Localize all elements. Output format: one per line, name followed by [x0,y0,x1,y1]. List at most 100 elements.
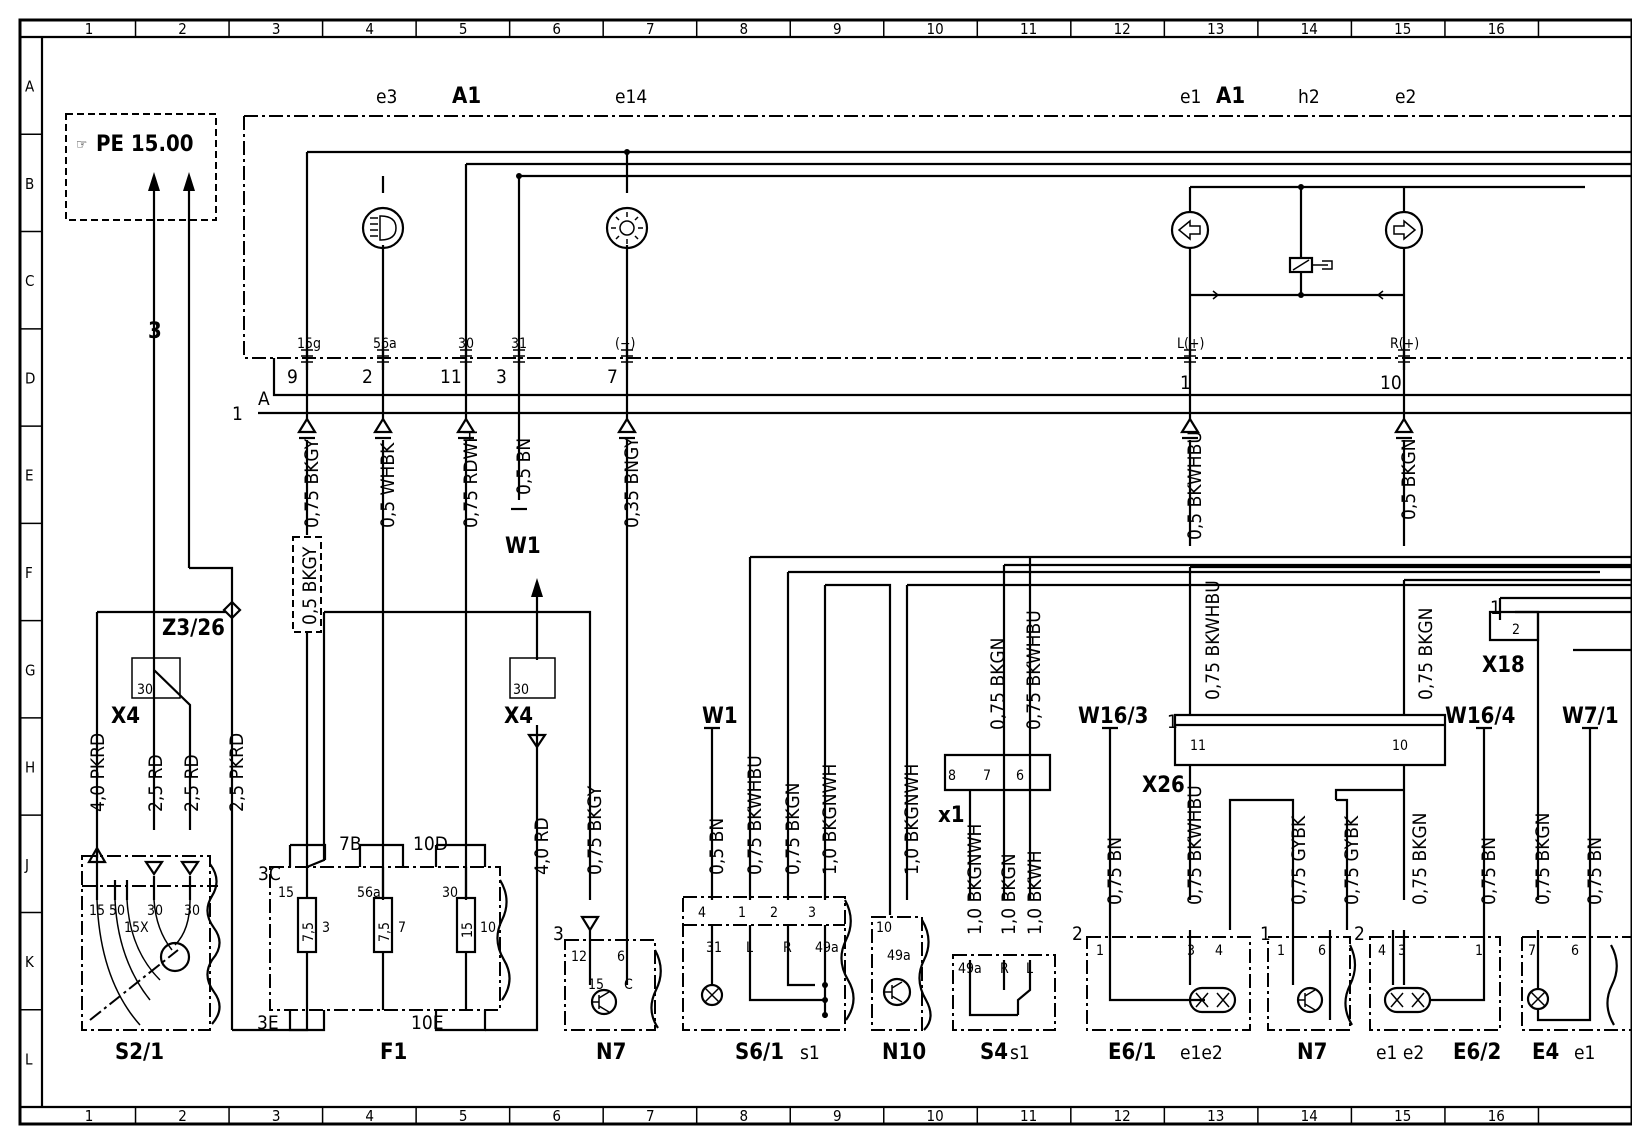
f1-label: F1 [380,1040,407,1065]
lamp-e4: 1 2 X18 0,75 BKGN 0,75 BN W7/1 7 6 E4 e1 [1482,597,1632,1065]
n7-label: N7 [596,1040,626,1065]
grid-row-label: G [25,661,35,679]
wire-label-pkrd-40: 4,0 PKRD [87,733,109,812]
s4-wire-bkgn: 1,0 BKGN [998,853,1020,935]
grid-column-label: 10 [927,1107,944,1125]
module-n7: 3 12 6 15 C N7 [553,900,662,1065]
grid-column-label: 11 [1020,20,1037,38]
n7-pin-15: 15 [588,977,604,993]
wire-arrow-icon [1180,416,1200,434]
s2-pin-15x: 15X [124,920,149,936]
wire-label-rdwh: 0,75 RDWH [460,430,482,528]
reference-text: PE 15.00 [96,132,194,157]
s6-pin-31: 31 [706,940,722,956]
s6-wire-bkwhbu: 0,75 BKWHBU [744,755,766,875]
supply-area: 0,5 BKGY Z3/26 30 X4 4,0 PKRD 2,5 RD 2,5… [81,536,662,1065]
module-n7-b: 0,75 GYBK 0,75 GYBK 1 1 6 2 N7 [1260,788,1404,1065]
connector-pin-1: 1 [232,403,243,425]
wire-arrow-icon [1394,416,1414,434]
s6-1-sub: s1 [800,1042,820,1064]
fuse-7-rating: 7,5 [377,922,393,942]
e6-2-pin-3: 3 [1398,943,1406,959]
wire-label-whbk: 0,5 WHBK [377,442,399,528]
grid-column-label: 9 [833,20,842,38]
e6-1-pin-4: 4 [1215,943,1223,959]
s6-pin-4: 4 [698,905,706,921]
grid-column-label: 11 [1020,1107,1037,1125]
x4-pin-30: 30 [137,682,153,698]
ignition-switch-s2-1: 15 50 15X 30 30 S2/1 [81,855,221,1065]
fuse-top-3c: 3C [258,863,281,885]
e6-2-pin-1: 1 [1475,943,1483,959]
e6-1-pin-1: 1 [1096,943,1104,959]
headlamp-indicator-icon [361,206,405,250]
grid-column-label: 10 [927,20,944,38]
grid-column-label: 2 [178,20,187,38]
headlamp-e6-1: W16/3 0,75 BN 0,75 BKWHBU 2 1 3 4 E6/1 e… [1072,704,1295,1065]
wire-label-bkgn: 0,5 BKGN [1398,438,1420,520]
grid-column-label: 4 [365,20,374,38]
instrument-cluster: e3 A1 e14 e1 A1 h2 e2 [232,84,1632,425]
e6-2-sub: e1 e2 [1376,1042,1424,1064]
z3-26-label: Z3/26 [162,616,225,641]
fuse-pin-56a: 56a [357,885,381,901]
grid-column-label: 4 [365,1107,374,1125]
grid-row-label: B [25,175,34,193]
illumination-indicator-icon [605,206,649,250]
n10-label: N10 [882,1040,926,1065]
x1-pin-6: 6 [1016,768,1024,784]
wire-label-bkgy: 0,75 BKGY [301,438,323,528]
drawing-frame [18,18,1632,1126]
pin-31: 31 [511,336,527,352]
grid-column-label: 5 [459,1107,468,1125]
s6-pin-2: 2 [770,905,778,921]
grid-column-label: 12 [1114,20,1131,38]
s4-sub: s1 [1010,1042,1030,1064]
connector-label-a: A [258,388,270,410]
s6-pin-49a: 49a [815,940,839,956]
cluster-designation: A1 [452,84,481,109]
element-e3: e3 [376,86,397,108]
e4-wire-bkgn: 0,75 BKGN [1532,813,1554,905]
conn-num-1: 1 [1180,372,1191,394]
grid-row-label: H [25,759,35,777]
grid-column-label: 15 [1394,20,1411,38]
grid-column-label: 2 [178,1107,187,1125]
grid-row-label: A [25,78,35,96]
n10-wire-bkgnwh: 1,0 BKGNWH [901,764,923,875]
e6-1-wire-bkwhbu: 0,75 BKWHBU [1184,785,1206,905]
s6-wire-bkgnwh: 1,0 BKGNWH [819,764,841,875]
grid-column-label: 13 [1207,1107,1224,1125]
x1-wire-bkgn: 0,75 BKGN [987,638,1009,730]
e4-label: E4 [1532,1040,1559,1065]
fuse-10-rating: 15 [460,922,476,938]
conn-num-10: 10 [1380,372,1402,394]
turn-signal-right-indicator-icon [1384,210,1424,250]
n7-pin-12: 12 [571,949,587,965]
x18-label: X18 [1482,653,1525,678]
e6-2-wire-bn: 0,75 BN [1478,837,1500,905]
x26-wire-bkwhbu: 0,75 BKWHBU [1202,580,1224,700]
e4-pin-6: 6 [1571,943,1579,959]
fuse-number-7: 7 [398,920,406,936]
w16-4-label: W16/4 [1445,704,1515,729]
grid-column-label: 7 [646,1107,655,1125]
conn-num-9: 9 [287,366,298,388]
fuse-number-10: 10 [480,920,496,936]
x26-label: X26 [1142,773,1185,798]
turn-signal-left-indicator-icon [1170,210,1210,250]
n7b-label: N7 [1297,1040,1327,1065]
grid-row-label: L [25,1050,33,1068]
switch-s4: 0,75 BKGN 0,75 BKWHBU 8 7 6 x1 1,0 BKGNW… [938,610,1056,1065]
s6-1-label: S6/1 [735,1040,784,1065]
s2-pin-50: 50 [109,903,125,919]
grid-column-label: 1 [85,20,94,38]
n10-pin-10: 10 [876,920,892,936]
grid-column-label: 6 [552,20,561,38]
fuse-top-10d: 10D [413,833,448,855]
s4-wire-bkgnwh: 1,0 BKGNWH [964,824,986,935]
wire-arrow-icon [617,416,637,434]
pointer-hand-icon: ☞ [76,137,87,153]
element-h2: h2 [1298,86,1320,108]
element-e2: e2 [1395,86,1416,108]
